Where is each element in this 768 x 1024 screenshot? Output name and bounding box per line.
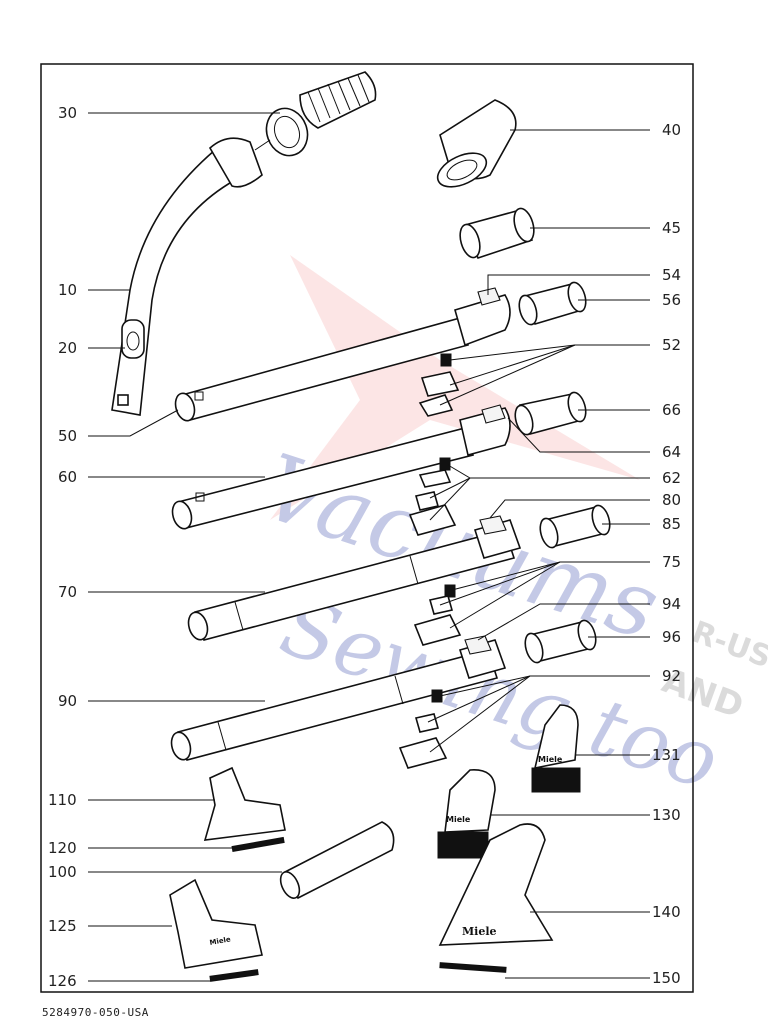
callout-126: 126 xyxy=(48,972,77,990)
callout-20: 20 xyxy=(58,339,77,357)
tool-130-brand: Miele xyxy=(446,815,471,824)
callout-140: 140 xyxy=(652,903,681,921)
part-110-upholstery-tool xyxy=(203,766,286,841)
callout-62: 62 xyxy=(662,469,681,487)
part-140-mattress-tool: Miele xyxy=(438,823,554,946)
part-90-telescopic-wand xyxy=(170,639,507,761)
callout-100: 100 xyxy=(48,863,77,881)
callout-labels: 30 40 45 10 54 56 20 52 50 66 64 60 62 8… xyxy=(48,104,681,990)
part-131-dusting-brush: Miele xyxy=(531,704,581,793)
callout-120: 120 xyxy=(48,839,77,857)
callout-70: 70 xyxy=(58,583,77,601)
callout-66: 66 xyxy=(662,401,681,419)
part-10-curved-handle xyxy=(111,137,263,416)
callout-150: 150 xyxy=(652,969,681,987)
part-96-collar xyxy=(524,619,597,664)
part-20-slide xyxy=(121,319,145,359)
callout-96: 96 xyxy=(662,628,681,646)
callout-40: 40 xyxy=(662,121,681,139)
callout-64: 64 xyxy=(662,443,681,461)
part-85-collar xyxy=(539,504,611,549)
callout-125: 125 xyxy=(48,917,77,935)
part-40-swivel-elbow xyxy=(436,99,517,188)
part-30-hose xyxy=(265,71,377,157)
callout-85: 85 xyxy=(662,515,681,533)
callout-110: 110 xyxy=(48,791,77,809)
callout-75: 75 xyxy=(662,553,681,571)
part-120-thread-lifter xyxy=(231,836,285,853)
part-130-dusting-brush: Miele xyxy=(437,769,496,859)
callout-10: 10 xyxy=(58,281,77,299)
part-150-thread-lifter xyxy=(439,962,507,973)
part-80-button xyxy=(479,515,507,535)
callout-52: 52 xyxy=(662,336,681,354)
callout-80: 80 xyxy=(662,491,681,509)
part-56-collar xyxy=(518,281,587,326)
callout-130: 130 xyxy=(652,806,681,824)
part-125-turbo-upholstery-tool: Miele xyxy=(169,878,263,969)
callout-90: 90 xyxy=(58,692,77,710)
callout-60: 60 xyxy=(58,468,77,486)
part-54-button xyxy=(477,287,501,306)
callout-56: 56 xyxy=(662,291,681,309)
callout-92: 92 xyxy=(662,667,681,685)
tool-140-brand: Miele xyxy=(462,925,497,938)
callout-30: 30 xyxy=(58,104,77,122)
part-52-lock-set xyxy=(418,353,460,417)
callout-50: 50 xyxy=(58,427,77,445)
callout-54: 54 xyxy=(662,266,681,284)
tool-125-brand: Miele xyxy=(209,935,232,947)
callout-45: 45 xyxy=(662,219,681,237)
part-50-wand xyxy=(174,294,511,422)
leader-lines xyxy=(88,112,650,982)
part-126-thread-lifter xyxy=(209,969,259,982)
part-100-crevice-tool xyxy=(279,821,395,900)
watermark-side: R-US xyxy=(687,615,768,676)
tool-131-brand: Miele xyxy=(538,755,563,764)
diagram-frame xyxy=(40,63,694,993)
part-66-collar xyxy=(514,391,587,436)
part-64-button xyxy=(481,404,506,424)
callout-94: 94 xyxy=(662,595,681,613)
callout-131: 131 xyxy=(652,746,681,764)
part-62-lock-set xyxy=(408,457,457,536)
document-code: 5284970-050-USA xyxy=(42,1006,149,1019)
part-45-sleeve xyxy=(459,207,535,259)
part-94-button xyxy=(464,635,492,655)
